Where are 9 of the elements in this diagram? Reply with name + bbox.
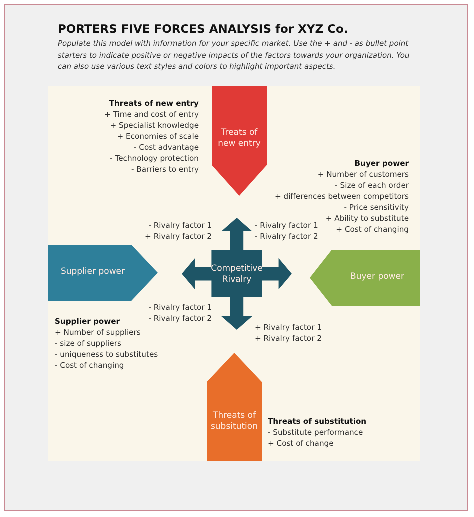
force-label: Threats of subsitution (210, 411, 259, 433)
right-pentagon-arrow (48, 245, 158, 301)
force-label: Supplier power (60, 267, 126, 278)
title: PORTERS FIVE FORCES ANALYSIS for XYZ Co. (58, 22, 348, 36)
down-pentagon-arrow (212, 86, 267, 196)
up-pentagon-arrow (207, 353, 262, 461)
force-label: Buyer power (350, 272, 406, 283)
force-label: Treats of new entry (217, 128, 262, 150)
force-label: Competitive Rivalry (210, 264, 264, 286)
